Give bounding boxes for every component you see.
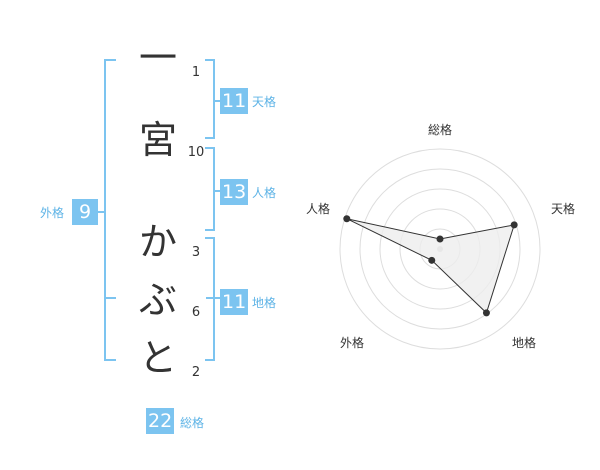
radar-point-2 [510, 221, 518, 229]
radar-grid-ring [339, 148, 541, 350]
jinkaku-badge: 13 [220, 179, 249, 205]
stroke-count-5: 2 [191, 365, 201, 380]
gaikaku-label: 外格 [40, 206, 65, 220]
tenkaku-label: 天格 [252, 95, 277, 109]
chikaku-badge: 11 [220, 289, 249, 315]
stroke-count-4: 6 [191, 305, 201, 320]
chikaku-label: 地格 [252, 296, 277, 310]
radar-axis-label-soukaku: 総格 [427, 123, 452, 137]
radar-area [346, 218, 515, 314]
soukaku-label: 総格 [180, 416, 205, 430]
radar-point-5 [343, 215, 351, 223]
radar-point-1 [436, 235, 444, 243]
radar-point-4 [428, 256, 436, 264]
name-char-5: と [138, 336, 177, 380]
radar-point-3 [482, 309, 490, 317]
stroke-count-1: 1 [191, 65, 201, 80]
radar-grid-ring [359, 168, 521, 330]
radar-axis-label-gaikaku: 外格 [339, 336, 364, 350]
radar-axis-label-tenkaku: 天格 [550, 202, 575, 216]
stroke-count-2: 10 [187, 145, 205, 160]
name-char-4: ぶ [138, 278, 177, 322]
name-char-1: 一 [138, 36, 177, 80]
tenkaku-badge: 11 [220, 88, 249, 114]
name-char-3: か [138, 220, 177, 264]
radar-axis-label-jinkaku: 人格 [305, 202, 330, 216]
gaikaku-badge: 9 [72, 199, 98, 225]
stroke-count-3: 3 [191, 245, 201, 260]
radar-axis-label-chikaku: 地格 [511, 336, 536, 350]
soukaku-badge: 22 [146, 408, 175, 434]
name-char-2: 宮 [138, 118, 177, 162]
jinkaku-label: 人格 [252, 186, 277, 200]
